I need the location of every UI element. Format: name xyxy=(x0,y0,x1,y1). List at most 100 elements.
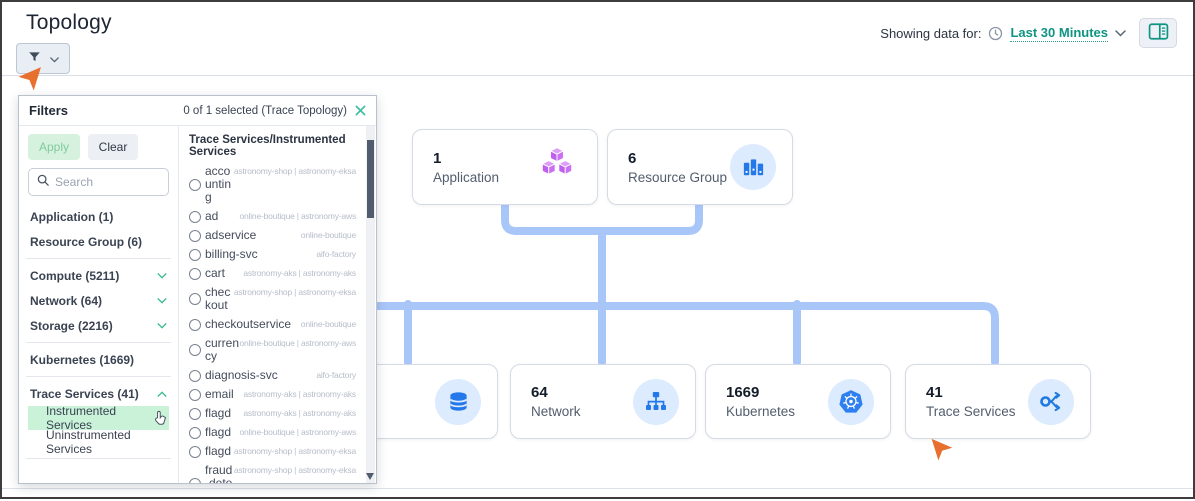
kubernetes-icon xyxy=(828,378,874,425)
annotation-arrow-filter xyxy=(18,63,46,91)
service-tags: online-boutique | astronomy-aws xyxy=(239,211,357,221)
filter-category-kubernetes-1669[interactable]: Kubernetes (1669) xyxy=(28,347,169,372)
chevron-down-icon[interactable] xyxy=(1115,29,1126,37)
radio-icon[interactable] xyxy=(189,229,201,242)
close-icon[interactable] xyxy=(355,105,366,116)
radio-icon[interactable] xyxy=(189,426,201,439)
filter-category-compute-5211[interactable]: Compute (5211) xyxy=(28,263,169,288)
card-label: Kubernetes xyxy=(726,404,796,419)
radio-icon[interactable] xyxy=(189,293,201,305)
funnel-icon xyxy=(27,50,42,67)
category-label: Instrumented Services xyxy=(46,404,117,432)
chevron-down-icon xyxy=(157,322,167,329)
card-count: 41 xyxy=(926,384,943,401)
filter-category-instrumented-services[interactable]: Instrumented Services xyxy=(28,404,169,432)
radio-icon[interactable] xyxy=(189,267,201,280)
filter-category-application-1[interactable]: Application (1) xyxy=(28,204,169,229)
radio-icon[interactable] xyxy=(189,445,201,458)
category-label: Trace Services (41) xyxy=(30,386,139,401)
filter-button[interactable] xyxy=(16,43,70,74)
network-icon xyxy=(633,378,679,425)
services-header: Trace Services/Instrumented Services xyxy=(189,134,346,158)
filters-panel-header: Filters 0 of 1 selected (Trace Topology) xyxy=(19,96,376,126)
category-label: Resource Group (6) xyxy=(30,234,143,249)
radio-icon[interactable] xyxy=(189,344,201,356)
clock-icon xyxy=(988,26,1003,41)
service-name: email xyxy=(205,387,234,401)
service-name: flagd xyxy=(205,444,232,458)
category-label: Network (64) xyxy=(30,293,103,308)
radio-icon[interactable] xyxy=(189,248,201,261)
service-option-fraud-detection[interactable]: fraud-detectionastronomy-shop | astronom… xyxy=(189,464,356,483)
time-range-selector[interactable]: Last 30 Minutes xyxy=(1010,24,1108,42)
category-label: Kubernetes (1669) xyxy=(30,352,135,367)
service-name: billing-svc xyxy=(205,247,258,261)
filters-panel: Filters 0 of 1 selected (Trace Topology)… xyxy=(18,95,377,484)
radio-icon[interactable] xyxy=(189,369,201,382)
radio-icon[interactable] xyxy=(189,178,201,191)
service-name: flagd xyxy=(205,406,232,420)
header-divider xyxy=(2,75,1193,76)
radio-icon[interactable] xyxy=(189,388,201,401)
apply-button[interactable]: Apply xyxy=(28,134,80,160)
service-name: checkout xyxy=(205,285,231,312)
chevron-down-icon xyxy=(157,297,167,304)
category-label: Compute (5211) xyxy=(30,268,120,283)
service-name: flagd xyxy=(205,425,232,439)
service-name: currency xyxy=(205,336,240,363)
service-tags: astronomy-shop | astronomy-eksa xyxy=(233,446,356,456)
details-panel-button[interactable] xyxy=(1139,18,1177,48)
services-column: Trace Services/Instrumented Services acc… xyxy=(179,126,376,483)
cubes-icon xyxy=(533,144,581,190)
service-name: cart xyxy=(205,266,226,280)
filter-category-resource-group-6[interactable]: Resource Group (6) xyxy=(28,229,169,254)
scroll-down-arrow[interactable] xyxy=(366,473,374,480)
showing-data-label: Showing data for: xyxy=(880,25,982,41)
filter-category-uninstrumented-services[interactable]: Uninstrumented Services xyxy=(28,428,169,456)
filter-category-storage-2216[interactable]: Storage (2216) xyxy=(28,313,169,338)
scrollbar-thumb[interactable] xyxy=(367,140,374,218)
service-name: fraud-detection xyxy=(205,463,233,484)
scrollbar[interactable] xyxy=(366,126,375,483)
service-tags: astronomy-shop | astronomy-eksa xyxy=(233,166,356,176)
chevron-down-icon xyxy=(157,272,167,279)
search-input[interactable] xyxy=(55,175,160,189)
radio-icon[interactable] xyxy=(189,407,201,420)
bottom-divider xyxy=(2,488,1193,489)
card-count: 64 xyxy=(531,384,548,401)
service-tags: aifo-factory xyxy=(316,370,356,380)
card-label: Application xyxy=(433,169,500,185)
radio-icon[interactable] xyxy=(189,318,201,331)
search-icon xyxy=(37,173,49,191)
search-box[interactable] xyxy=(28,168,169,196)
clear-button[interactable]: Clear xyxy=(88,134,138,160)
card-count: 6 xyxy=(628,149,637,167)
filter-categories-column: Apply Clear Application (1) Resource Grou… xyxy=(19,126,179,483)
filter-category-network-64[interactable]: Network (64) xyxy=(28,288,169,313)
divider xyxy=(26,376,171,377)
card-label: Network xyxy=(531,404,581,419)
radio-icon[interactable] xyxy=(189,477,201,483)
page-title: Topology xyxy=(26,11,112,34)
filter-category-trace-services-41[interactable]: Trace Services (41) xyxy=(28,381,169,406)
radio-icon[interactable] xyxy=(189,210,201,223)
